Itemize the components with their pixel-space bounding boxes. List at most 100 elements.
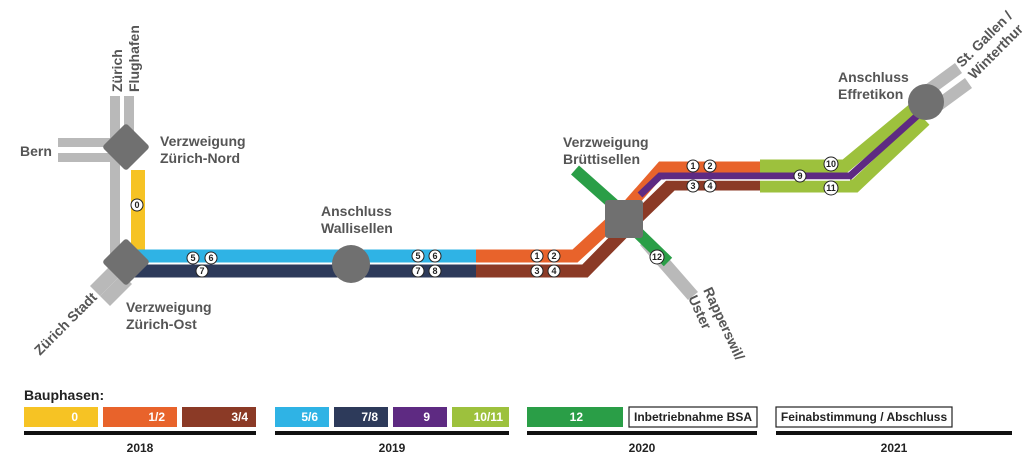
legend-phase-1-2: 1/2 [103, 407, 177, 427]
label-zurich-nord-2: Zürich-Nord [160, 150, 240, 166]
legend-phase-10-11: 10/11 [452, 407, 509, 427]
marker-12: 12 [649, 249, 665, 265]
svg-text:2: 2 [551, 251, 556, 261]
svg-text:10: 10 [826, 159, 836, 169]
marker-0: 0 [130, 198, 144, 212]
segment-purple-line [649, 179, 850, 196]
legend-phase-0: 0 [24, 407, 98, 427]
svg-text:7: 7 [415, 266, 420, 276]
year-2021: 2021 [881, 441, 908, 455]
label-bruettisellen-2: Brüttisellen [563, 151, 640, 167]
legend-phase-5-6: 5/6 [275, 407, 329, 427]
legend: Bauphasen: 0 1/2 3/4 5/6 7/8 9 10/11 [24, 387, 1012, 455]
svg-text:7: 7 [199, 266, 204, 276]
svg-text:5: 5 [415, 251, 420, 261]
marker-1b: 1 [686, 159, 700, 173]
road-bern-top [58, 138, 122, 147]
node-zurich-nord [103, 124, 149, 170]
svg-text:3/4: 3/4 [231, 410, 248, 424]
marker-9: 9 [793, 169, 807, 183]
legend-phase-7-8: 7/8 [334, 407, 388, 427]
year-2020: 2020 [629, 441, 656, 455]
marker-1: 1 [530, 249, 544, 263]
marker-10: 10 [823, 156, 839, 172]
label-bruettisellen-1: Verzweigung [563, 134, 649, 150]
legend-phase-12: 12 [527, 407, 623, 427]
legend-phase-3-4: 3/4 [182, 407, 256, 427]
svg-text:8: 8 [432, 266, 437, 276]
timeline-2020 [527, 431, 757, 435]
label-flughafen-2: Flughafen [126, 25, 142, 92]
node-effretikon [908, 84, 944, 120]
nodes [103, 84, 944, 285]
svg-text:0: 0 [134, 200, 139, 210]
timeline-2021 [776, 431, 1012, 435]
legend-box-inbetriebnahme: Inbetriebnahme BSA [628, 406, 758, 428]
road-bern-bottom [58, 153, 122, 162]
road-flughafen-left [110, 96, 120, 151]
timeline-bars [24, 431, 1012, 435]
svg-text:4: 4 [707, 181, 712, 191]
timeline-2018 [24, 431, 256, 435]
svg-text:5: 5 [190, 253, 195, 263]
svg-text:2: 2 [707, 161, 712, 171]
marker-2: 2 [547, 249, 561, 263]
svg-text:12: 12 [652, 252, 662, 262]
svg-text:9: 9 [423, 410, 430, 424]
segment-lime-bottom [760, 115, 930, 193]
timeline-2019 [275, 431, 509, 435]
marker-6b: 6 [428, 249, 442, 263]
label-wallisellen-1: Anschluss [321, 203, 392, 219]
road-nord-ost [110, 150, 120, 260]
road-stgallen-bottom [935, 78, 972, 110]
svg-text:9: 9 [797, 171, 802, 181]
marker-2b: 2 [703, 159, 717, 173]
svg-text:4: 4 [551, 266, 556, 276]
route-segments [130, 102, 930, 278]
segment-purple [637, 112, 921, 198]
road-flughafen-right [124, 96, 134, 151]
label-zurich-stadt: Zürich Stadt [31, 289, 100, 358]
label-zurich-nord-1: Verzweigung [160, 133, 246, 149]
label-effretikon-1: Anschluss [838, 69, 909, 85]
marker-4: 4 [547, 264, 561, 278]
label-flughafen-1: Zürich [109, 49, 125, 92]
label-zurich-ost-1: Verzweigung [126, 299, 212, 315]
phase-markers: 0 5 6 7 5 6 7 8 1 2 3 4 1 2 3 4 10 9 11 … [130, 156, 839, 278]
legend-phase-9: 9 [393, 407, 447, 427]
segment-lime-top [760, 102, 920, 173]
node-zurich-ost [103, 239, 149, 285]
marker-11: 11 [823, 180, 839, 196]
marker-7b: 7 [411, 264, 425, 278]
marker-3b: 3 [686, 179, 700, 193]
label-effretikon-2: Effretikon [838, 86, 903, 102]
svg-text:6: 6 [208, 253, 213, 263]
legend-box-feinabstimmung: Feinabstimmung / Abschluss [775, 406, 953, 428]
label-bern: Bern [20, 143, 52, 159]
svg-text:1/2: 1/2 [148, 410, 165, 424]
svg-text:6: 6 [432, 251, 437, 261]
marker-3: 3 [530, 264, 544, 278]
svg-text:1: 1 [534, 251, 539, 261]
label-wallisellen-2: Wallisellen [321, 220, 393, 236]
marker-4b: 4 [703, 179, 717, 193]
svg-text:3: 3 [534, 266, 539, 276]
svg-text:12: 12 [570, 410, 584, 424]
svg-text:3: 3 [690, 181, 695, 191]
svg-text:10/11: 10/11 [474, 410, 504, 424]
year-2018: 2018 [127, 441, 154, 455]
svg-text:1: 1 [690, 161, 695, 171]
marker-5b: 5 [411, 249, 425, 263]
svg-text:Feinabstimmung / Abschluss: Feinabstimmung / Abschluss [781, 410, 948, 424]
marker-5: 5 [186, 251, 200, 265]
svg-text:7/8: 7/8 [361, 410, 378, 424]
node-labels: Verzweigung Zürich-Nord Verzweigung Züri… [126, 69, 909, 332]
marker-8b: 8 [428, 264, 442, 278]
node-bruettisellen [605, 200, 643, 238]
year-2019: 2019 [379, 441, 406, 455]
marker-7: 7 [195, 264, 209, 278]
node-wallisellen [332, 245, 370, 283]
svg-text:0: 0 [71, 410, 78, 424]
svg-text:Inbetriebnahme BSA: Inbetriebnahme BSA [634, 410, 752, 424]
